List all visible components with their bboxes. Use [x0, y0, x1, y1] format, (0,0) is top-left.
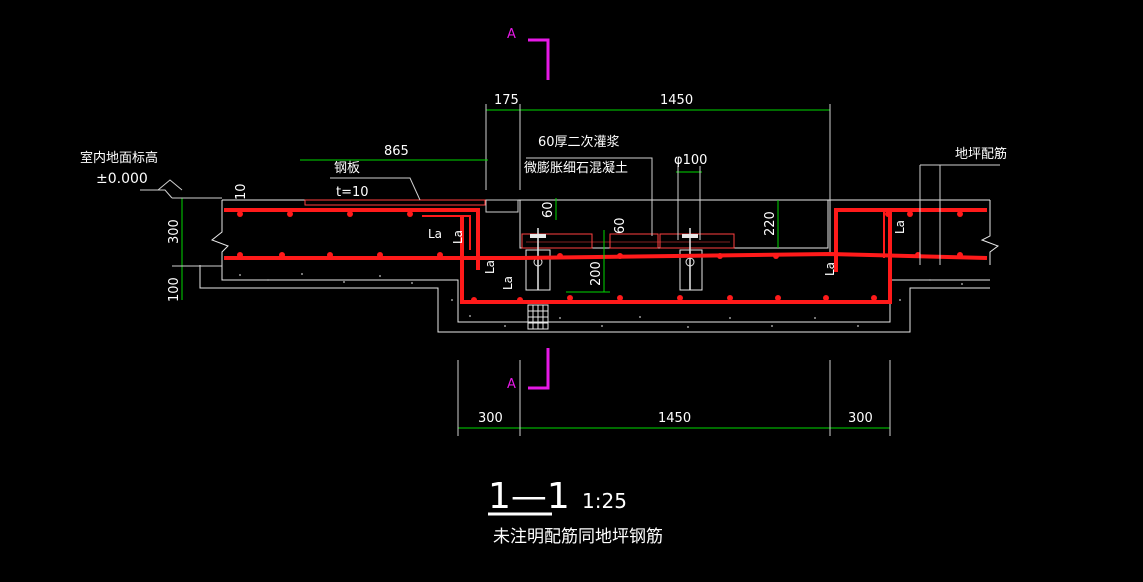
floor-elevation-value: ±0.000	[96, 171, 148, 187]
concrete-speckle	[239, 273, 963, 328]
dim-10: 10	[234, 183, 249, 200]
steel-plate	[304, 199, 519, 213]
dim-60b: 60	[613, 217, 628, 234]
rebar-dots	[237, 211, 963, 303]
dim-300-bottom-left: 300	[478, 411, 503, 426]
section-marker-top: A	[507, 27, 550, 80]
la-label-1: La	[428, 227, 442, 241]
grout-pads	[521, 233, 735, 249]
la-label-2: La	[451, 230, 465, 244]
la-label-6: La	[893, 220, 907, 234]
dim-300-bottom-right: 300	[848, 411, 873, 426]
dim-865: 865	[384, 144, 409, 159]
dim-220: 220	[763, 211, 778, 236]
dim-175: 175	[494, 93, 519, 108]
dimension-865: 865	[300, 144, 488, 161]
section-note: 未注明配筋同地坪钢筋	[493, 527, 663, 547]
dim-100-left: 100	[167, 277, 182, 302]
dim-1450-top: 1450	[660, 93, 693, 108]
grout-material: 微膨胀细石混凝土	[524, 160, 628, 176]
section-scale: 1:25	[582, 489, 627, 513]
grout-label: 60厚二次灌浆	[538, 134, 620, 150]
steel-plate-label: 钢板	[334, 161, 360, 176]
rebar-group	[224, 208, 988, 304]
steel-plate-thickness: t=10	[336, 185, 369, 200]
sump-grid	[527, 304, 549, 330]
dimension-inner: 60 60 200 220 10	[234, 166, 779, 293]
section-title-number: 1—1	[488, 476, 570, 517]
bolt-diameter: φ100	[674, 153, 707, 168]
floor-rebar-label: 地坪配筋	[955, 146, 1007, 162]
section-letter-top: A	[507, 27, 516, 42]
dim-60a: 60	[541, 201, 556, 218]
labels: 室内地面标高 ±0.000 钢板 t=10 60厚二次灌浆 微膨胀细石混凝土 φ…	[80, 134, 1007, 290]
dimension-top: 175 1450	[485, 93, 831, 200]
section-letter-bottom: A	[507, 377, 516, 392]
floor-elevation-label: 室内地面标高	[80, 150, 158, 166]
title-block: 1—1 1:25 未注明配筋同地坪钢筋	[488, 476, 663, 547]
la-label-5: La	[823, 262, 837, 276]
anchor-bolt-right	[679, 228, 703, 291]
la-label-4: La	[501, 276, 515, 290]
la-label-3: La	[483, 260, 497, 274]
section-marker-bottom: A	[507, 348, 550, 392]
dim-300-left: 300	[167, 219, 182, 244]
dim-200: 200	[589, 261, 604, 286]
dimension-left-vertical: 300 100	[167, 197, 222, 302]
dim-1450-bottom: 1450	[658, 411, 691, 426]
leaders	[140, 157, 1000, 265]
dimension-bottom: 300 1450 300	[457, 360, 891, 436]
